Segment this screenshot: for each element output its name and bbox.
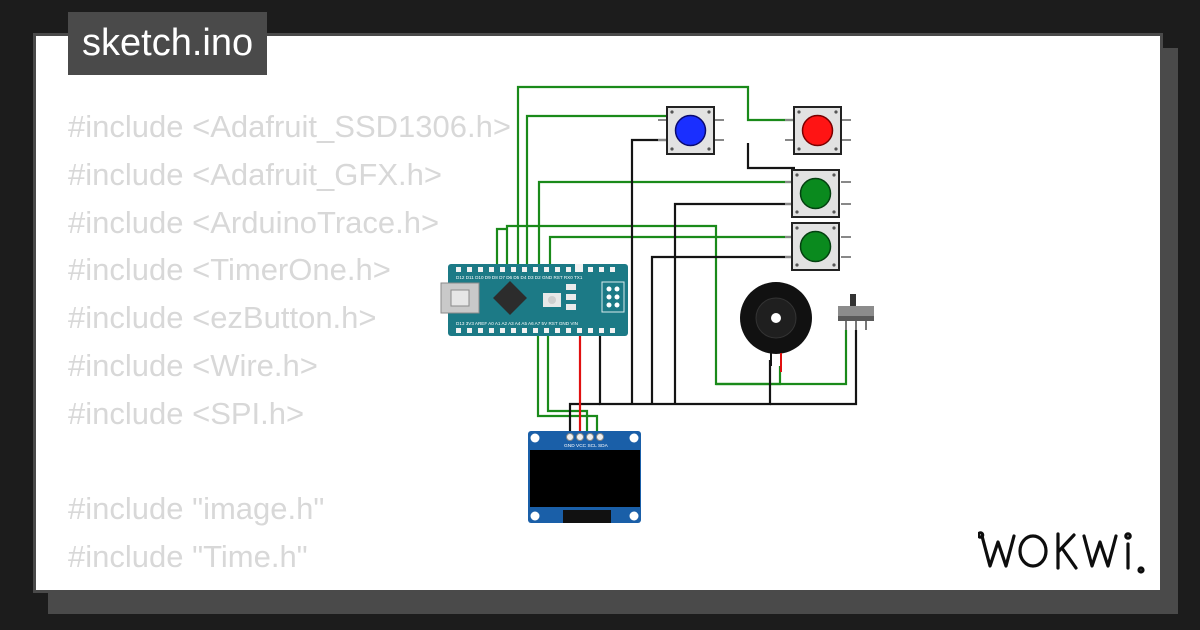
button-cap xyxy=(801,114,834,147)
wire-black xyxy=(746,143,795,170)
code-line: #include <Adafruit_GFX.h> xyxy=(68,156,442,192)
wire-black xyxy=(598,333,772,406)
nano-pin-row-bottom xyxy=(456,328,615,333)
wire-green xyxy=(537,180,795,267)
code-line: #include <ArduinoTrace.h> xyxy=(68,204,440,240)
code-line: #include <TimerOne.h> xyxy=(68,252,391,288)
oled-pin-labels: GND VCC SCL SDA xyxy=(564,443,609,449)
code-listing: #include <Adafruit_SSD1306.h> #include <… xyxy=(68,103,511,581)
code-line: #include "Time.h" xyxy=(68,539,308,575)
pushbutton-green-1[interactable] xyxy=(785,169,851,218)
pushbutton-green-2[interactable] xyxy=(785,222,851,271)
code-line: #include <SPI.h> xyxy=(68,395,305,431)
wire-green xyxy=(505,224,782,386)
wire-black xyxy=(630,138,667,404)
buzzer[interactable] xyxy=(740,282,812,372)
nano-bottom-pin-labels: D13 3V3 AREF A0 A1 A2 A3 A4 A5 A6 A7 5V … xyxy=(456,321,578,326)
arduino-nano[interactable]: D12 D11 D10 D9 D8 D7 D6 D5 D4 D3 D2 GND … xyxy=(440,264,628,336)
pushbutton-red[interactable] xyxy=(785,106,851,155)
wire-green xyxy=(716,330,848,386)
wire-black xyxy=(770,330,858,406)
wire-green xyxy=(525,114,667,267)
black-wires xyxy=(568,138,858,433)
pushbutton-blue[interactable] xyxy=(658,106,724,155)
code-line: #include <Adafruit_SSD1306.h> xyxy=(68,109,511,144)
slide-switch[interactable] xyxy=(838,294,874,330)
wire-black xyxy=(650,255,675,404)
wire-green xyxy=(516,85,795,267)
wire-green xyxy=(495,227,507,267)
wire-black xyxy=(568,402,600,433)
code-line: #include "image.h" xyxy=(68,491,325,527)
nano-top-pin-labels: D12 D11 D10 D9 D8 D7 D6 D5 D4 D3 D2 GND … xyxy=(456,275,583,280)
button-cap xyxy=(799,230,832,263)
wire-green xyxy=(548,235,795,267)
wire-black xyxy=(673,202,795,404)
code-line: #include <Wire.h> xyxy=(68,347,318,383)
button-cap xyxy=(799,177,832,210)
wire-green xyxy=(546,333,589,433)
wokwi-logo xyxy=(978,531,1145,574)
file-tab[interactable]: sketch.ino xyxy=(68,12,268,75)
nano-pin-row-top xyxy=(456,267,615,272)
button-cap xyxy=(674,114,707,147)
wire-green xyxy=(536,333,599,433)
circuit-diagram: D12 D11 D10 D9 D8 D7 D6 D5 D4 D3 D2 GND … xyxy=(440,85,874,523)
code-line: #include <ezButton.h> xyxy=(68,300,377,336)
green-wires xyxy=(495,85,848,433)
oled-display[interactable]: GND VCC SCL SDA xyxy=(528,431,641,523)
